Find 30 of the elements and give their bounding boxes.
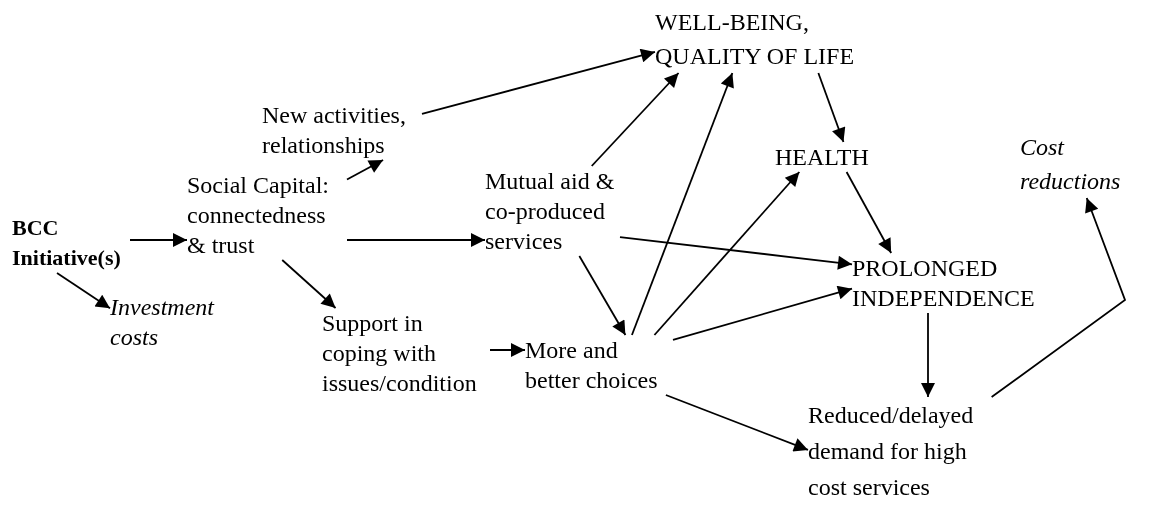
concept-label: HEALTH	[775, 142, 869, 172]
arrow	[346, 233, 486, 247]
arrow	[921, 312, 935, 398]
concept-label: Reduced/delayed demand for high cost services	[808, 397, 998, 505]
arrow	[653, 171, 801, 336]
arrow	[665, 394, 809, 452]
concept-label: New activities, relationships	[262, 100, 422, 160]
arrow	[990, 197, 1127, 398]
concept-label: More and better choices	[525, 335, 673, 395]
concept-label: BCC Initiative(s)	[12, 213, 130, 273]
concept-label: Cost reductions	[1020, 130, 1160, 198]
arrow	[421, 48, 656, 115]
arrow	[672, 285, 853, 341]
arrow	[56, 272, 111, 310]
concept-label: PROLONGED INDEPENDENCE	[852, 253, 1112, 313]
arrow	[817, 72, 846, 143]
arrow	[619, 236, 853, 270]
arrow	[346, 159, 384, 181]
concept-label: Investment costs	[110, 292, 235, 352]
arrow	[129, 233, 188, 247]
concept-label: WELL-BEING, QUALITY OF LIFE	[655, 5, 905, 73]
arrow	[845, 171, 893, 254]
arrow	[578, 255, 627, 336]
concept-label: Social Capital: connectedness & trust	[187, 170, 347, 260]
concept-label: Support in coping with issues/condition	[322, 308, 490, 398]
arrow	[281, 259, 337, 309]
arrow	[489, 343, 526, 357]
arrow	[590, 72, 680, 167]
arrow	[631, 72, 734, 336]
concept-label: Mutual aid & co-produced services	[485, 166, 620, 256]
